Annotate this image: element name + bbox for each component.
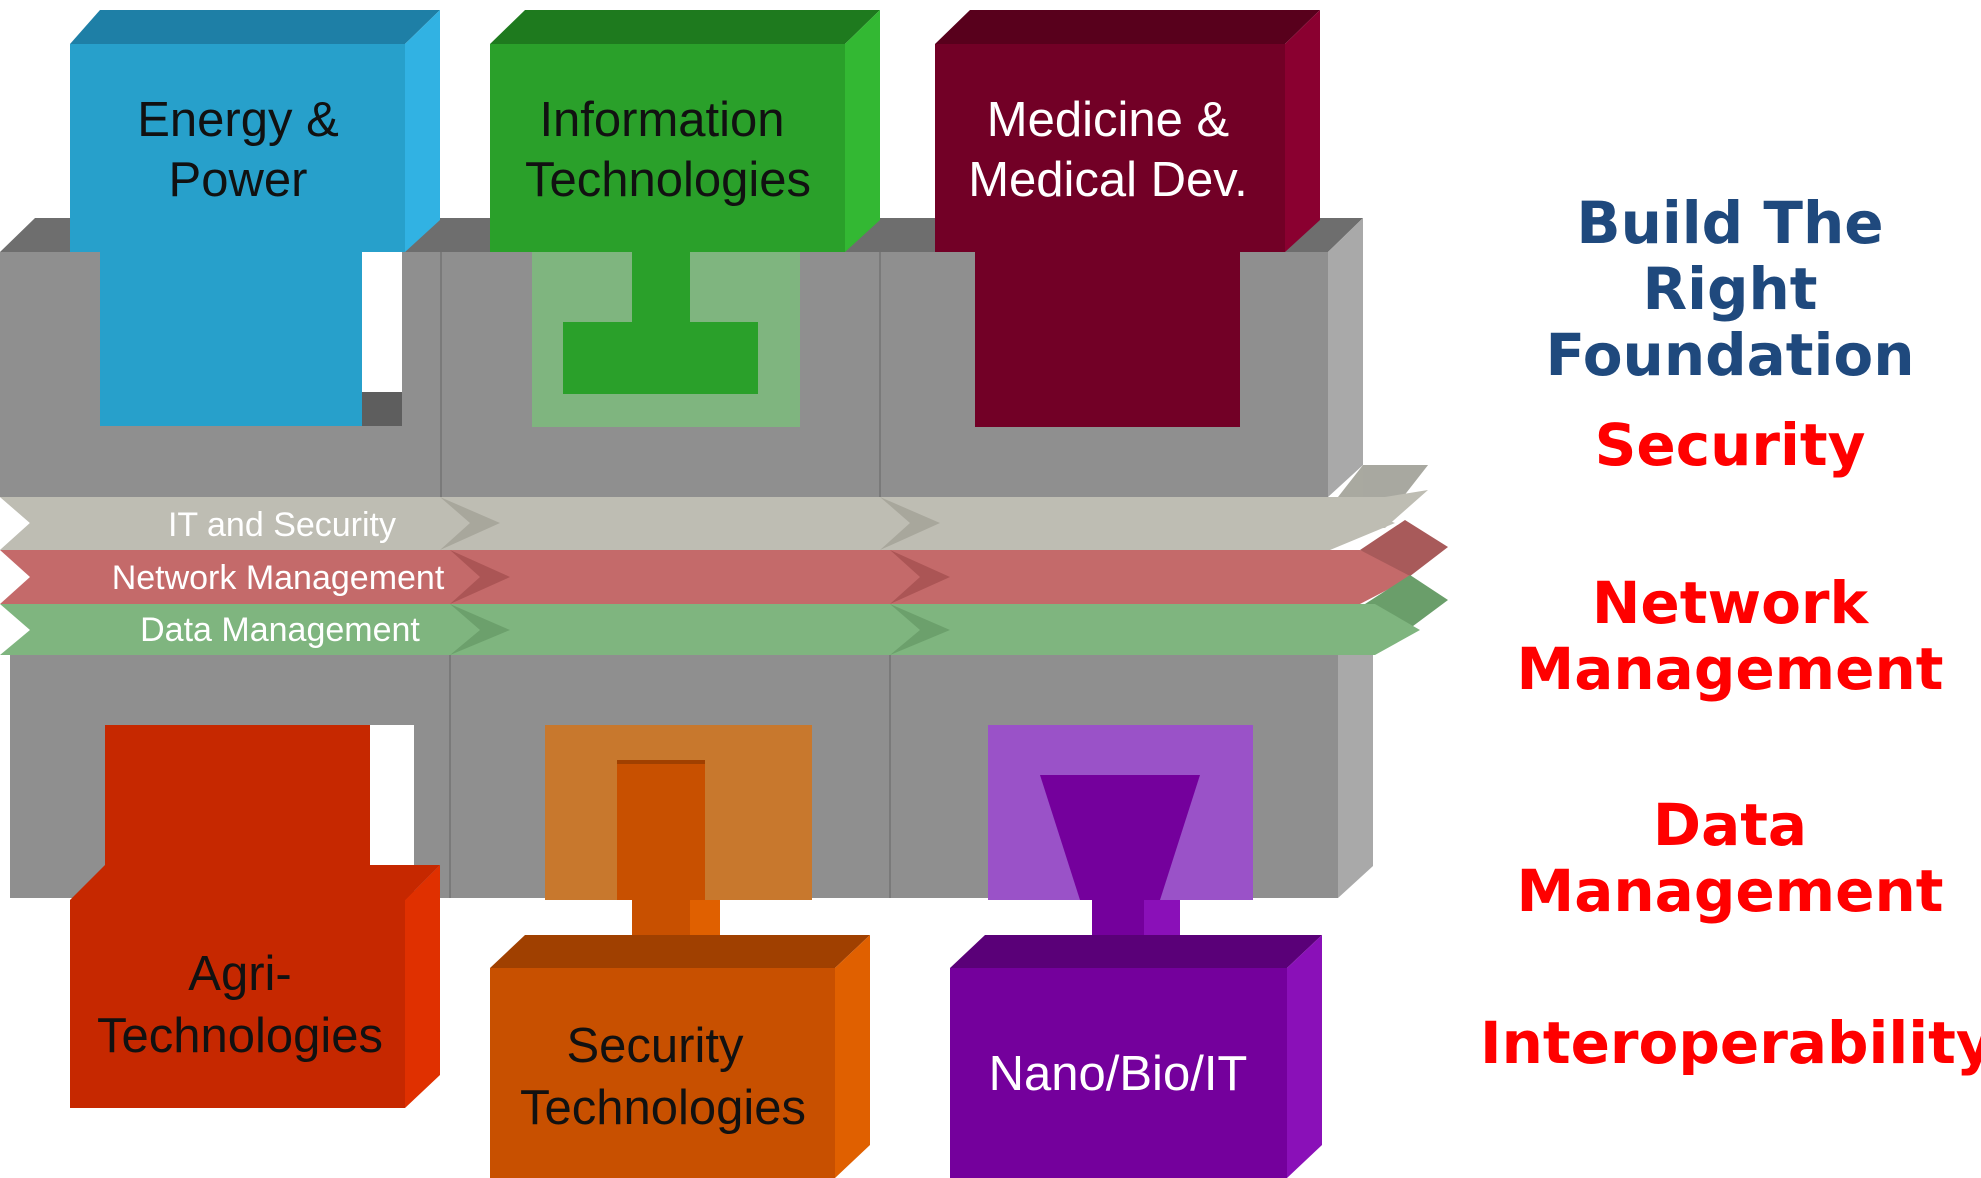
energy-power-label-line1: Energy & (137, 93, 339, 147)
heading-interoperability-line1: Interoperability (1480, 1009, 1981, 1077)
nano-bio-it-label: Nano/Bio/IT (989, 1047, 1248, 1101)
heading-security: Security (1480, 412, 1980, 478)
medicine-medical-label-line1: Medicine & (987, 93, 1229, 147)
security-technologies-label-line1: Security (566, 1019, 744, 1073)
heading-build-foundation-line1: Build The Right (1576, 189, 1884, 323)
information-technologies-label-line2: Technologies (525, 153, 811, 207)
agri-technologies-label-line2: Technologies (97, 1009, 383, 1063)
information-technologies-block: Information Technologies (490, 10, 880, 394)
agri-technologies-label-line1: Agri- (188, 947, 291, 1001)
band-it-security: IT and Security (0, 465, 1428, 550)
band-label-network-management: Network Management (112, 559, 445, 597)
medicine-medical-label-line2: Medical Dev. (968, 153, 1248, 207)
security-technologies-block: Security Technologies (490, 760, 870, 1178)
band-label-it-security: IT and Security (168, 506, 396, 544)
heading-data-management: Data Management (1480, 792, 1980, 924)
band-label-data-management: Data Management (140, 611, 420, 649)
heading-network-management: Network Management (1480, 570, 1980, 702)
heading-data-line2: Management (1516, 857, 1944, 925)
energy-power-label-line2: Power (169, 153, 308, 207)
energy-power-block: Energy & Power (70, 10, 440, 426)
heading-build-foundation: Build The Right Foundation (1480, 190, 1980, 388)
information-technologies-label-line1: Information (539, 93, 784, 147)
heading-data-line1: Data (1652, 791, 1808, 859)
heading-security-line1: Security (1594, 411, 1866, 479)
heading-build-foundation-line2: Foundation (1545, 321, 1915, 389)
band-network: Network Management (0, 520, 1448, 604)
band-data: Data Management (0, 575, 1448, 655)
security-technologies-label-line2: Technologies (520, 1081, 806, 1135)
medicine-medical-block: Medicine & Medical Dev. (935, 10, 1320, 427)
heading-network-line1: Network (1591, 569, 1869, 637)
heading-network-line2: Management (1516, 635, 1944, 703)
nano-bio-it-block: Nano/Bio/IT (950, 775, 1322, 1178)
heading-interoperability: Interoperability (1480, 1009, 1981, 1077)
agri-technologies-block: Agri- Technologies (70, 725, 440, 1108)
